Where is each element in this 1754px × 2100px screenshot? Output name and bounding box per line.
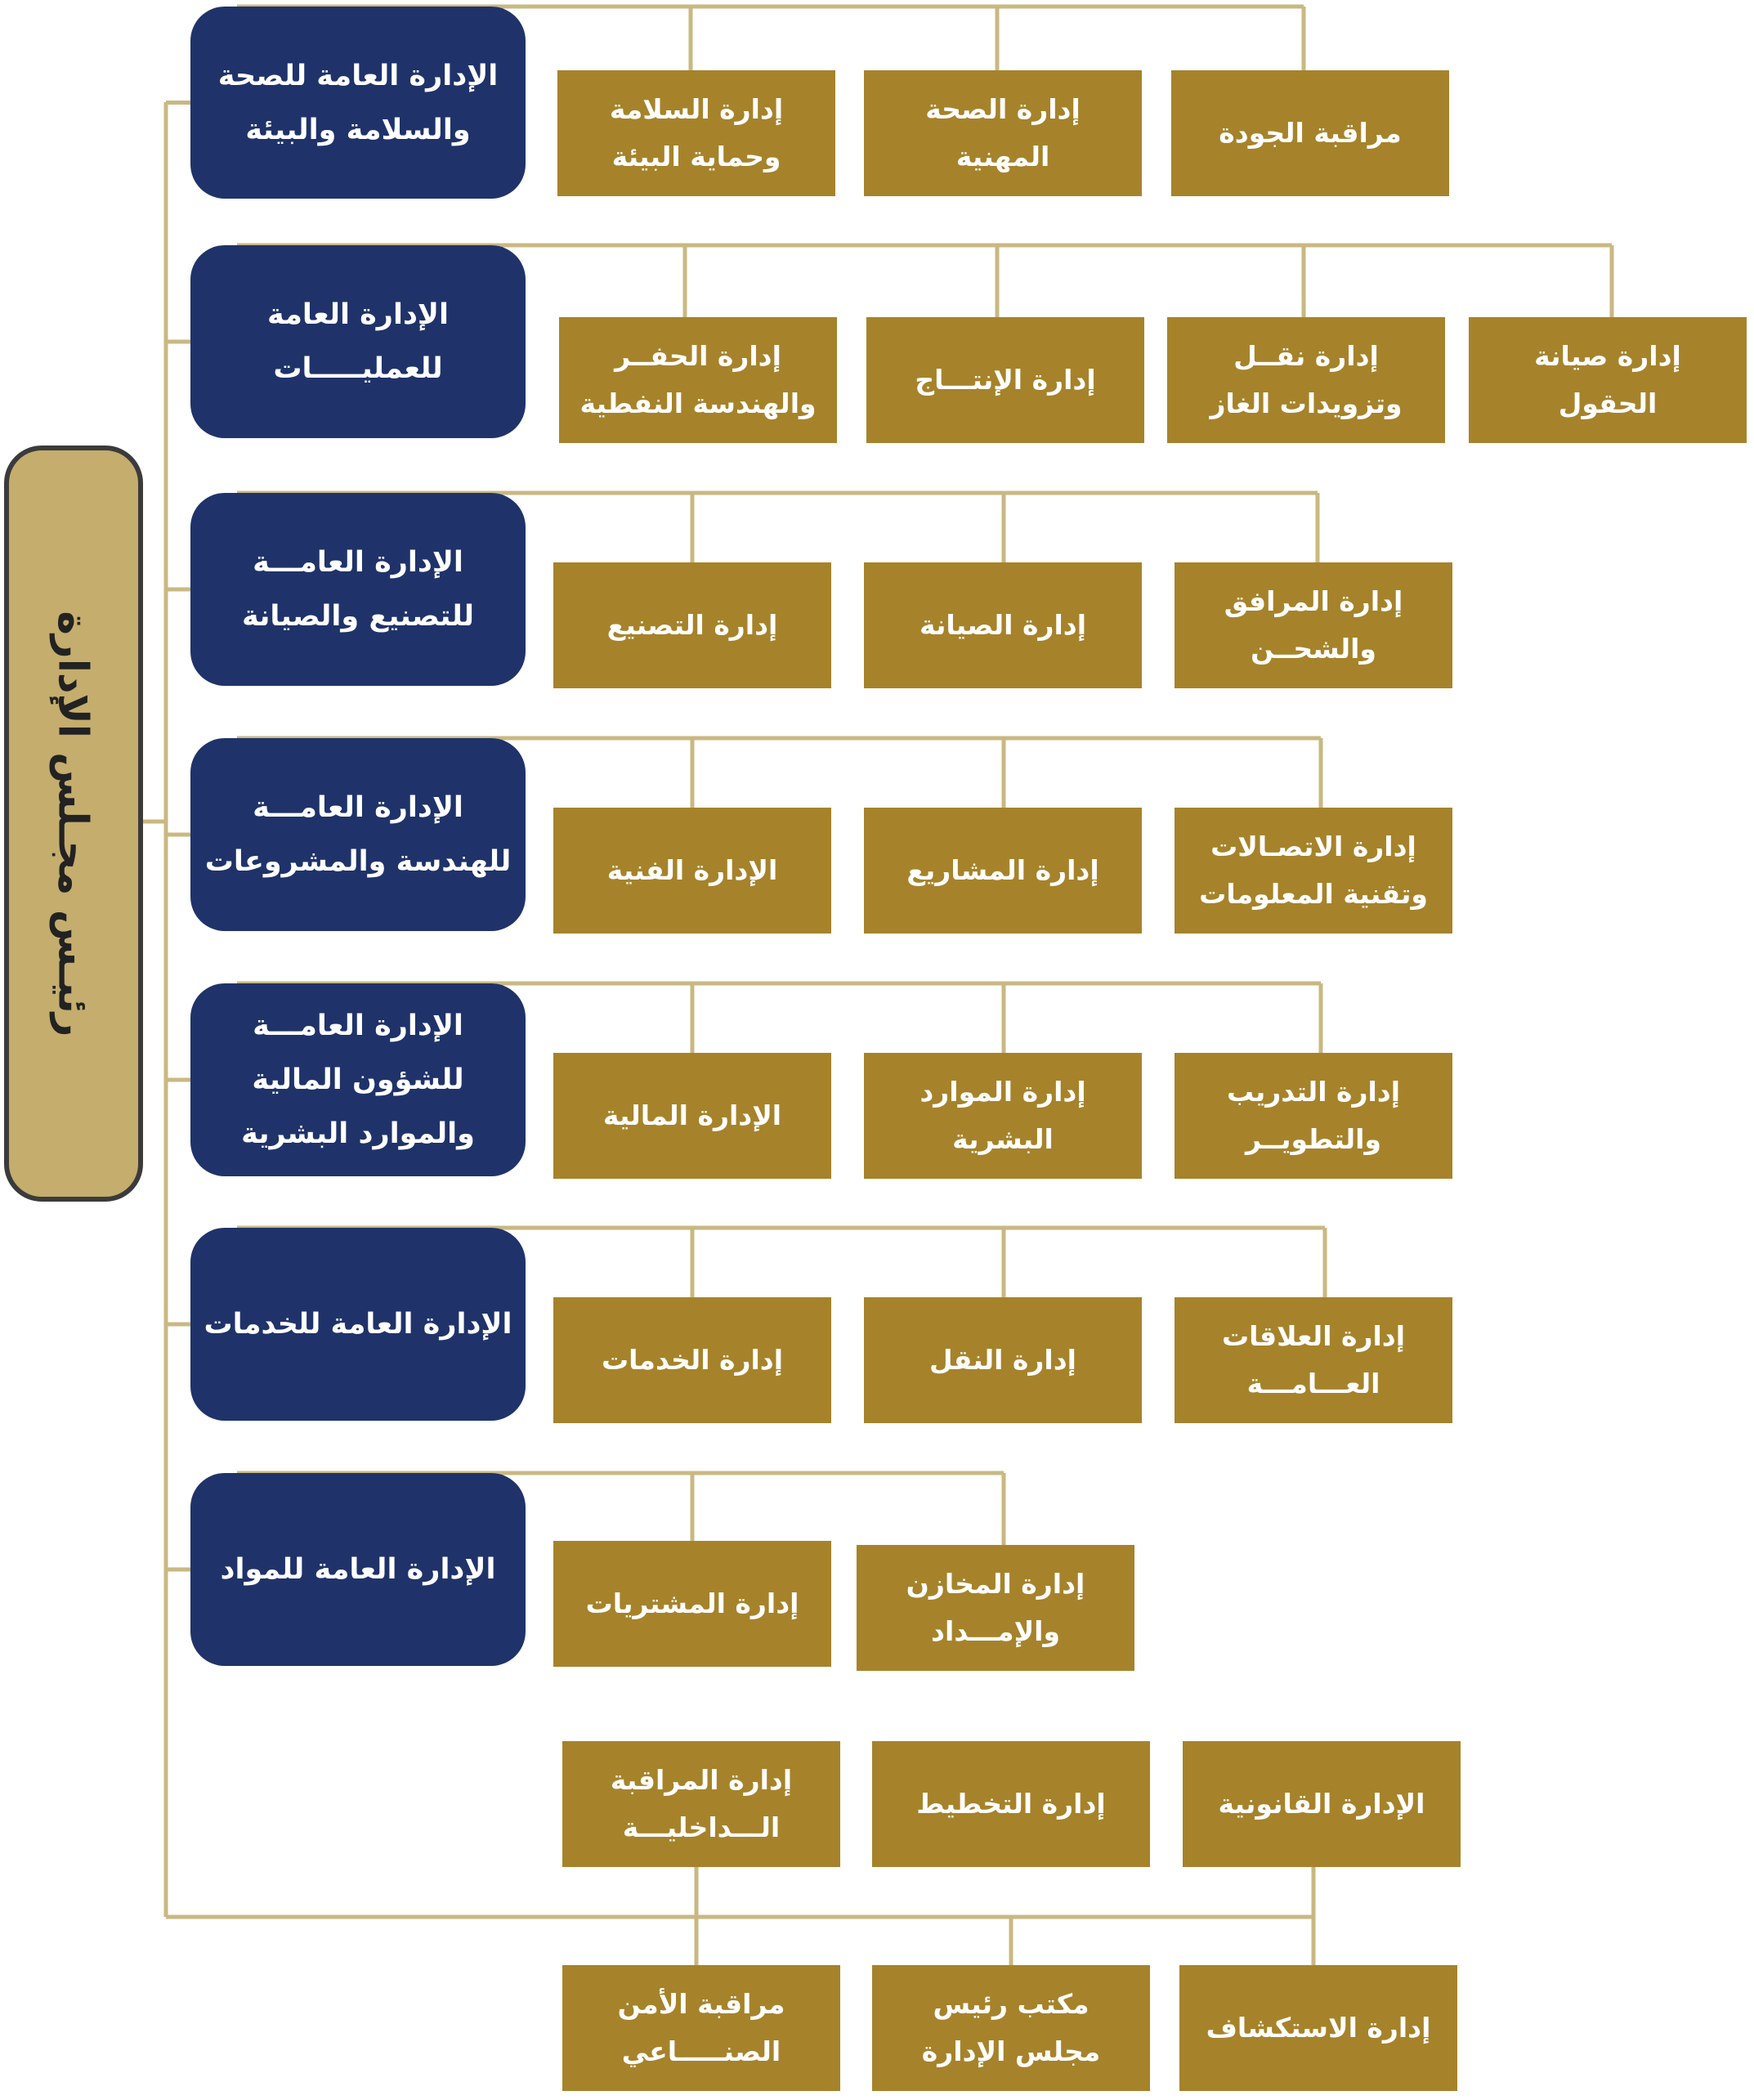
- direct-unit-bottom-2-label: إدارة الاستكشاف: [1206, 2012, 1431, 2044]
- department-0-0-label: إدارة السلامة وحماية البيئة: [609, 93, 784, 172]
- department-1-3: إدارة صيانة الحقول: [1469, 317, 1747, 443]
- department-0-1: إدارة الصحة المهنية: [864, 70, 1142, 196]
- direct-unit-top-1: إدارة التخطيط: [872, 1741, 1150, 1867]
- general-management-3: الإدارة العامـــة للهندسة والمشروعات: [190, 738, 526, 931]
- department-1-0: إدارة الحفــر والهندسة النفطية: [559, 317, 837, 443]
- department-2-2: إدارة المرافق والشحــن: [1175, 562, 1452, 688]
- department-4-1-label: إدارة الموارد البشرية: [920, 1076, 1086, 1155]
- department-3-2-label: إدارة الاتصـالات وتقنية المعلومات: [1199, 831, 1428, 910]
- department-6-1: إدارة المخازن والإمـــداد: [857, 1545, 1134, 1671]
- department-4-2: إدارة التدريب والتطويــر: [1175, 1053, 1452, 1179]
- direct-unit-bottom-1-label: مكتب رئيس مجلس الإدارة: [921, 1988, 1101, 2067]
- department-3-2: إدارة الاتصـالات وتقنية المعلومات: [1175, 808, 1452, 934]
- general-management-4: الإدارة العامـــة للشؤون المالية والموار…: [190, 983, 526, 1176]
- department-5-2: إدارة العلاقات العـــامـــة: [1175, 1297, 1452, 1423]
- general-management-3-label: الإدارة العامـــة للهندسة والمشروعات: [204, 791, 512, 878]
- department-3-0-label: الإدارة الفنية: [606, 854, 778, 886]
- department-2-1-label: إدارة الصيانة: [920, 609, 1087, 641]
- department-6-1-label: إدارة المخازن والإمـــداد: [906, 1568, 1085, 1647]
- department-1-1-label: إدارة الإنتـــاج: [915, 364, 1096, 396]
- general-management-5-label: الإدارة العامة للخدمات: [204, 1308, 512, 1341]
- department-4-0-label: الإدارة المالية: [602, 1099, 782, 1131]
- general-management-2-label: الإدارة العامـــة للتصنيع والصيانة: [241, 546, 475, 633]
- general-management-1: الإدارة العامة للعمليـــــات: [190, 245, 526, 438]
- department-3-1: إدارة المشاريع: [864, 808, 1142, 934]
- direct-unit-bottom-0-label: مراقبة الأمن الصنـــــاعي: [617, 1988, 785, 2067]
- department-1-1: إدارة الإنتـــاج: [866, 317, 1144, 443]
- department-0-2-label: مراقبة الجودة: [1219, 117, 1402, 149]
- general-management-2: الإدارة العامـــة للتصنيع والصيانة: [190, 493, 526, 686]
- direct-unit-top-2-label: الإدارة القانونية: [1218, 1788, 1425, 1820]
- department-4-1: إدارة الموارد البشرية: [864, 1053, 1142, 1179]
- direct-unit-bottom-1: مكتب رئيس مجلس الإدارة: [872, 1965, 1150, 2091]
- general-management-1-label: الإدارة العامة للعمليـــــات: [267, 298, 449, 385]
- department-1-2-label: إدارة نقــل وتزويدات الغاز: [1210, 340, 1403, 419]
- chairman-box-label: رئيـس مجـلس الإدارة: [49, 610, 97, 1037]
- general-management-4-label: الإدارة العامـــة للشؤون المالية والموار…: [241, 1010, 475, 1150]
- direct-unit-top-2: الإدارة القانونية: [1183, 1741, 1461, 1867]
- department-5-1-label: إدارة النقل: [929, 1344, 1076, 1376]
- general-management-0-label: الإدارة العامة للصحة والسلامة والبيئة: [217, 59, 499, 146]
- direct-unit-top-1-label: إدارة التخطيط: [916, 1788, 1106, 1820]
- department-5-2-label: إدارة العلاقات العـــامـــة: [1221, 1320, 1406, 1399]
- department-6-0: إدارة المشتريات: [553, 1541, 831, 1667]
- general-management-0: الإدارة العامة للصحة والسلامة والبيئة: [190, 7, 526, 199]
- department-0-1-label: إدارة الصحة المهنية: [925, 93, 1081, 172]
- department-2-0: إدارة التصنيع: [553, 562, 831, 688]
- department-3-0: الإدارة الفنية: [553, 808, 831, 934]
- direct-unit-top-0: إدارة المراقبة الـــداخليـــة: [562, 1741, 840, 1867]
- department-4-2-label: إدارة التدريب والتطويــر: [1226, 1076, 1401, 1155]
- department-2-1: إدارة الصيانة: [864, 562, 1142, 688]
- department-2-2-label: إدارة المرافق والشحــن: [1224, 585, 1403, 665]
- department-2-0-label: إدارة التصنيع: [606, 609, 778, 641]
- department-6-0-label: إدارة المشتريات: [585, 1587, 799, 1619]
- department-5-0: إدارة الخدمات: [553, 1297, 831, 1423]
- department-4-0: الإدارة المالية: [553, 1053, 831, 1179]
- general-management-6: الإدارة العامة للمواد: [190, 1473, 526, 1666]
- department-0-2: مراقبة الجودة: [1171, 70, 1449, 196]
- department-5-1: إدارة النقل: [864, 1297, 1142, 1423]
- direct-unit-top-0-label: إدارة المراقبة الـــداخليـــة: [610, 1764, 793, 1843]
- department-1-0-label: إدارة الحفــر والهندسة النفطية: [579, 340, 817, 419]
- department-1-3-label: إدارة صيانة الحقول: [1534, 340, 1681, 419]
- general-management-5: الإدارة العامة للخدمات: [190, 1228, 526, 1421]
- direct-unit-bottom-2: إدارة الاستكشاف: [1179, 1965, 1457, 2091]
- general-management-6-label: الإدارة العامة للمواد: [220, 1553, 496, 1586]
- department-0-0: إدارة السلامة وحماية البيئة: [557, 70, 835, 196]
- direct-unit-bottom-0: مراقبة الأمن الصنـــــاعي: [562, 1965, 840, 2091]
- department-3-1-label: إدارة المشاريع: [906, 854, 1099, 886]
- department-5-0-label: إدارة الخدمات: [601, 1344, 784, 1376]
- chairman-box: رئيـس مجـلس الإدارة: [4, 446, 143, 1202]
- department-1-2: إدارة نقــل وتزويدات الغاز: [1167, 317, 1445, 443]
